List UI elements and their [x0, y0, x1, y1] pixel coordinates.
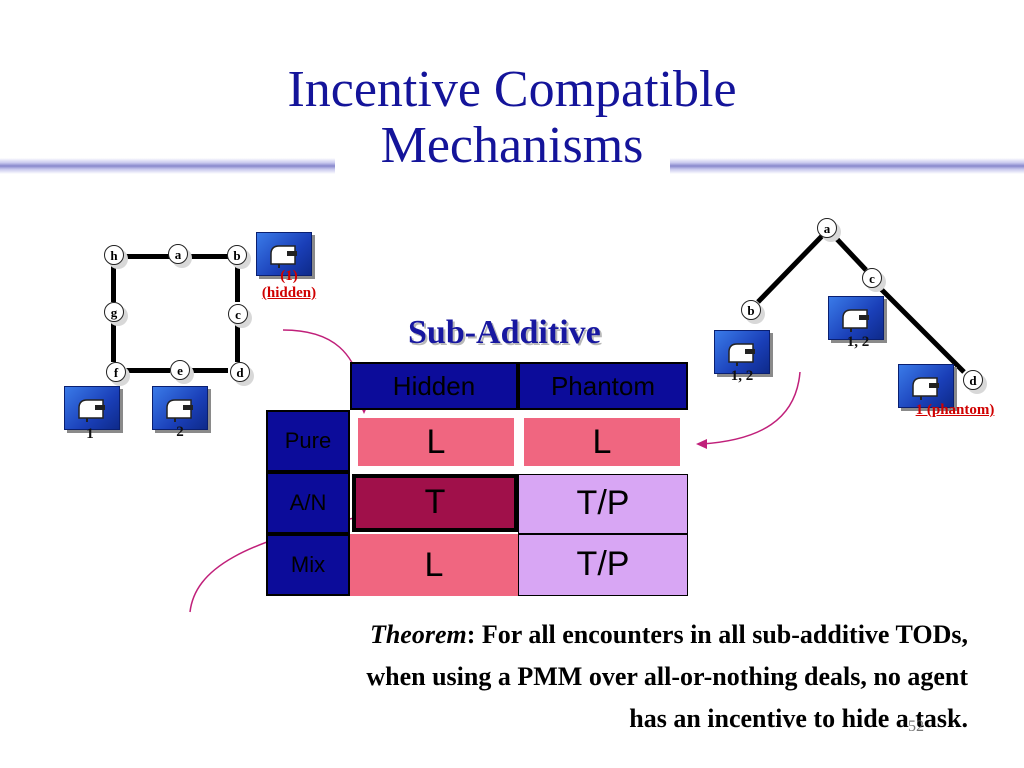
- node-f: f: [106, 362, 126, 382]
- theorem-line-3: has an incentive to hide a task.: [629, 704, 968, 733]
- phantom-task-label: 1 (phantom): [915, 402, 995, 418]
- title-line-1: Incentive Compatible: [287, 61, 737, 118]
- row-header-pure: Pure: [266, 410, 350, 472]
- task-label-1: 1: [86, 426, 94, 442]
- node-g: g: [104, 302, 124, 322]
- col-header-phantom: Phantom: [518, 362, 688, 410]
- edge-f-e: [126, 368, 170, 373]
- theorem-line-2: when using a PMM over all-or-nothing dea…: [366, 662, 968, 691]
- node-c: c: [862, 268, 882, 288]
- table-title: Sub-Additive: [408, 314, 601, 351]
- theorem-line-1: Theorem: For all encounters in all sub-a…: [369, 620, 968, 649]
- node-c: c: [228, 304, 248, 324]
- node-d: d: [963, 370, 983, 390]
- slide-number: 52: [908, 718, 924, 735]
- row-header-an: A/N: [266, 472, 350, 534]
- task-label-b: 1, 2: [730, 368, 754, 384]
- mailbox-icon: [152, 386, 208, 430]
- mailbox-icon: [64, 386, 120, 430]
- node-d: d: [230, 362, 250, 382]
- task-label-2: 2: [176, 424, 184, 440]
- mailbox-icon: [828, 296, 884, 340]
- cell-mix-phantom: T/P: [518, 534, 688, 596]
- edge-b-c: [235, 266, 240, 302]
- node-e: e: [170, 360, 190, 380]
- node-b: b: [227, 245, 247, 265]
- cell-mix-hidden: L: [350, 534, 518, 596]
- slide-title: Incentive Compatible Mechanisms: [0, 62, 1024, 174]
- cell-an-hidden: T: [352, 474, 518, 532]
- cell-an-phantom: T/P: [518, 474, 688, 534]
- edge-g-f: [111, 322, 116, 362]
- node-a: a: [168, 244, 188, 264]
- mailbox-icon: [714, 330, 770, 374]
- edge-e-d: [190, 368, 228, 373]
- edge-a-b: [190, 254, 228, 259]
- mailbox-icon: [898, 364, 954, 408]
- node-h: h: [104, 245, 124, 265]
- node-b: b: [741, 300, 761, 320]
- cell-pure-phantom: L: [524, 418, 680, 466]
- row-header-mix: Mix: [266, 534, 350, 596]
- edge-h-a: [122, 254, 170, 259]
- cell-pure-hidden: L: [358, 418, 514, 466]
- edge-h-g: [111, 266, 116, 302]
- node-a: a: [817, 218, 837, 238]
- hidden-task-label: (1) (hidden): [261, 268, 317, 301]
- mailbox-icon: [256, 232, 312, 276]
- theorem-lead: Theorem: [369, 620, 467, 649]
- task-label-c: 1, 2: [846, 334, 870, 350]
- col-header-hidden: Hidden: [350, 362, 518, 410]
- title-line-2: Mechanisms: [380, 117, 644, 174]
- title-rule-gap: [335, 150, 670, 178]
- theorem-text: Theorem: For all encounters in all sub-a…: [68, 614, 968, 740]
- edge-c-d: [235, 324, 240, 362]
